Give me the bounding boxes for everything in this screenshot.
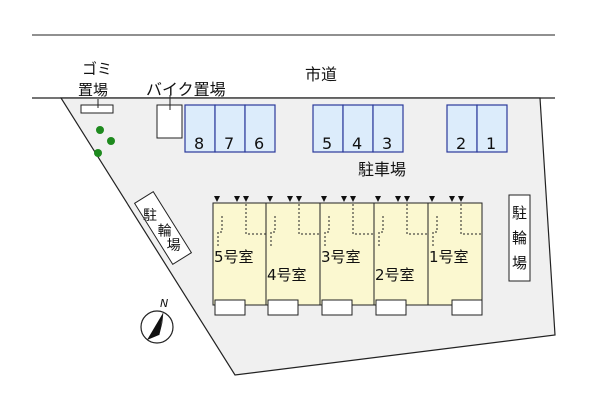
- room-unit: 1号室: [427, 196, 483, 316]
- entrance-marker: [321, 196, 327, 202]
- bicycle-right-char: 場: [512, 254, 527, 272]
- parking-space: 6: [244, 104, 276, 153]
- entrance-marker: [214, 196, 220, 202]
- parking-space: 1: [476, 104, 508, 153]
- room-unit: 4号室: [265, 196, 321, 316]
- parking-space-number: 6: [254, 134, 264, 153]
- room-label: 1号室: [429, 248, 469, 266]
- room-unit: 3号室: [319, 196, 375, 316]
- tree-icon: [94, 149, 102, 157]
- entrance-marker: [429, 196, 435, 202]
- parking-space: 2: [446, 104, 478, 153]
- bicycle-right-char: 駐: [512, 204, 527, 222]
- parking-space-number: 4: [352, 134, 362, 153]
- bicycle-left-char: 場: [167, 238, 181, 254]
- parking-space: 7: [214, 104, 246, 153]
- entrance-marker: [458, 196, 464, 202]
- room-label: 5号室: [214, 248, 254, 266]
- entrance-marker: [375, 196, 381, 202]
- parking-space-number: 8: [194, 134, 204, 153]
- entrance-marker: [341, 196, 347, 202]
- bicycle-parking-right: [508, 194, 531, 282]
- entrance-marker: [287, 196, 293, 202]
- parking-space-number: 1: [486, 134, 496, 153]
- entrance-marker: [296, 196, 302, 202]
- parking-space: 8: [184, 104, 216, 153]
- apartment-building: 5号室 4号室 3号室 2号室 1号室: [212, 196, 483, 316]
- bicycle-parking-left: 駐 輪 場: [133, 190, 193, 266]
- parking-space: 4: [342, 104, 374, 153]
- garbage-area: [80, 104, 114, 114]
- room-unit: 2号室: [373, 196, 429, 316]
- bicycle-left-char: 駐: [143, 208, 157, 224]
- parking-space: 5: [312, 104, 344, 153]
- road-label: 市道: [305, 65, 337, 84]
- entrance-marker: [243, 196, 249, 202]
- parking-spaces: 8 7 6 5 4 3 2 1: [184, 104, 508, 153]
- room-unit: 5号室: [212, 196, 268, 316]
- bike-parking-label: バイク置場: [146, 80, 226, 99]
- tree-icon: [96, 126, 104, 134]
- room-label: 2号室: [375, 266, 415, 284]
- entrance-marker: [267, 196, 273, 202]
- parking-space-number: 5: [322, 134, 332, 153]
- entrance-marker: [449, 196, 455, 202]
- entrance-marker: [350, 196, 356, 202]
- room-label: 3号室: [321, 248, 361, 266]
- parking-space-number: 2: [456, 134, 466, 153]
- parking-space-number: 3: [382, 134, 392, 153]
- bicycle-left-char: 輪: [158, 223, 172, 240]
- entrance-marker: [395, 196, 401, 202]
- bike-parking-area: [156, 104, 183, 139]
- garbage-label-2: 置場: [78, 81, 108, 99]
- room-label: 4号室: [267, 266, 307, 284]
- parking-space: 3: [372, 104, 404, 153]
- entrance-marker: [404, 196, 410, 202]
- tree-icon: [107, 137, 115, 145]
- bicycle-right-char: 輪: [512, 229, 527, 247]
- entrance-marker: [234, 196, 240, 202]
- compass-icon: N: [140, 297, 174, 344]
- parking-space-number: 7: [224, 134, 234, 153]
- compass-north-label: N: [160, 297, 168, 310]
- car-parking-label: 駐車場: [358, 160, 406, 179]
- garbage-label-1: ゴミ: [82, 60, 112, 78]
